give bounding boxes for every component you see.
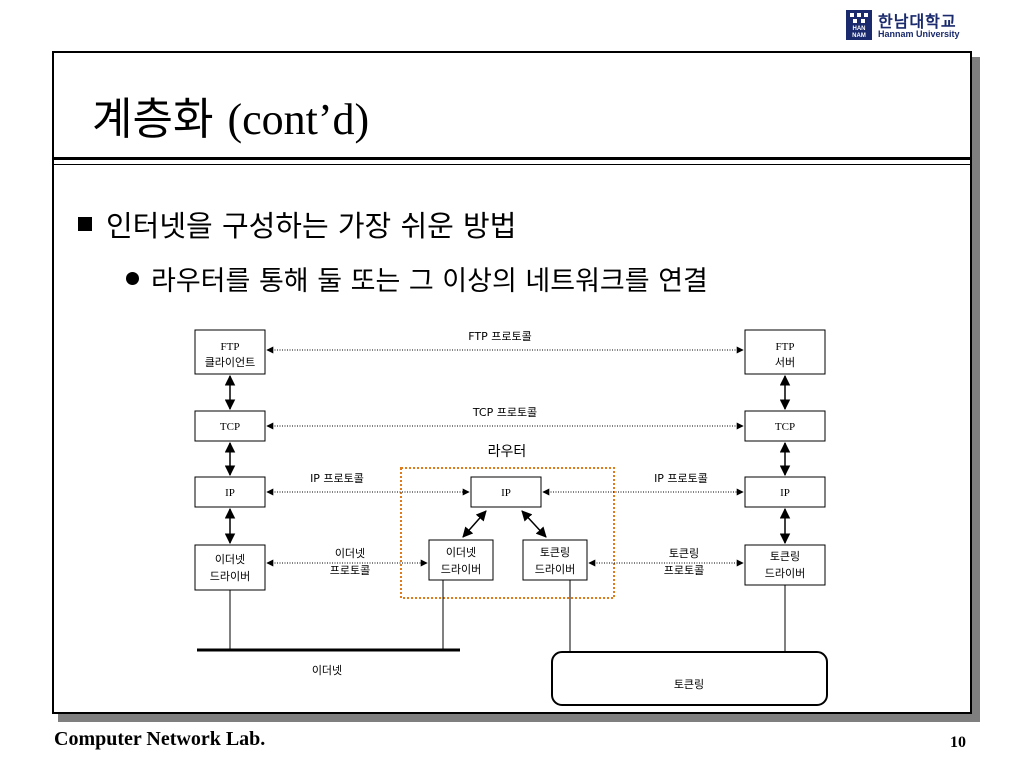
slide-title: 계층화 (cont’d) — [92, 83, 369, 147]
router-eth-driver-label-2: 드라이버 — [441, 563, 481, 576]
slide-title-english: (cont’d) — [227, 95, 370, 144]
right-ftp-box — [744, 329, 826, 375]
router-tr-driver-box — [522, 539, 588, 581]
ip-protocol-right-label: IP 프로토콜 — [654, 472, 708, 485]
tcp-protocol-label: TCP 프로토콜 — [472, 406, 537, 419]
footer-lab-name: Computer Network Lab. — [54, 728, 266, 750]
right-driver-label-2: 드라이버 — [765, 567, 805, 580]
title-rule-thick — [54, 157, 970, 160]
ethernet-network-label: 이더넷 — [312, 664, 342, 677]
router-label: 라우터 — [488, 444, 527, 460]
bullet-level1-text: 인터넷을 구성하는 가장 쉬운 방법 — [106, 209, 517, 243]
router-ip-box — [470, 476, 542, 508]
left-ip-box — [194, 476, 266, 508]
left-tcp-label: TCP — [220, 421, 240, 433]
token-ring-network — [551, 651, 828, 706]
left-driver-box — [194, 544, 266, 591]
svg-text:NAM: NAM — [852, 33, 866, 39]
right-ip-label: IP — [780, 487, 790, 499]
right-tcp-box — [744, 410, 826, 442]
right-driver-box — [744, 544, 826, 586]
left-tcp-box — [194, 410, 266, 442]
bullet-level2: 라우터를 통해 둘 또는 그 이상의 네트워크를 연결 — [126, 259, 708, 298]
eth-protocol-label-1: 이더넷 — [335, 547, 365, 560]
left-ip-label: IP — [225, 487, 235, 499]
left-ftp-box — [194, 329, 266, 375]
slide-frame: 계층화 (cont’d) 인터넷을 구성하는 가장 쉬운 방법 라우터를 통해 … — [52, 51, 972, 714]
university-emblem-icon: HAN NAM — [846, 10, 872, 40]
round-bullet-icon — [126, 272, 139, 285]
logo-korean-name: 한남대학교 — [878, 12, 957, 31]
right-ftp-label-2: 서버 — [775, 356, 795, 369]
svg-text:HAN: HAN — [853, 26, 866, 32]
router-tr-driver-label-1: 토큰링 — [540, 546, 570, 559]
router-tr-driver-label-2: 드라이버 — [535, 563, 575, 576]
logo-english-name: Hannam University — [878, 29, 960, 39]
router-eth-driver-label-1: 이더넷 — [446, 546, 476, 559]
left-ftp-label-2: 클라이언트 — [205, 356, 256, 369]
slide-title-korean: 계층화 — [92, 94, 214, 145]
square-bullet-icon — [78, 217, 92, 231]
university-logo: HAN NAM 한남대학교 Hannam University — [846, 8, 986, 44]
left-ftp-label-1: FTP — [221, 341, 240, 353]
left-driver-label-1: 이더넷 — [215, 553, 245, 566]
bullet-level2-text: 라우터를 통해 둘 또는 그 이상의 네트워크를 연결 — [151, 266, 708, 297]
ip-protocol-left-label: IP 프로토콜 — [310, 472, 364, 485]
router-boundary — [400, 467, 615, 599]
footer-page-number: 10 — [950, 734, 966, 751]
tr-protocol-label-1: 토큰링 — [669, 547, 699, 560]
eth-protocol-label-2: 프로토콜 — [330, 564, 370, 577]
right-driver-label-1: 토큰링 — [770, 550, 800, 563]
left-driver-label-2: 드라이버 — [210, 570, 250, 583]
router-ip-label: IP — [501, 487, 511, 499]
bullet-level1: 인터넷을 구성하는 가장 쉬운 방법 — [78, 203, 516, 245]
token-ring-network-label: 토큰링 — [674, 678, 704, 691]
title-rule-thin — [54, 164, 970, 165]
right-ftp-label-1: FTP — [776, 341, 795, 353]
router-ip-tr-arrow — [521, 510, 547, 538]
right-ip-box — [744, 476, 826, 508]
tr-protocol-label-2: 프로토콜 — [664, 564, 704, 577]
router-eth-driver-box — [428, 539, 494, 581]
right-tcp-label: TCP — [775, 421, 795, 433]
router-ip-eth-arrow — [462, 510, 487, 538]
ftp-protocol-label: FTP 프로토콜 — [468, 330, 531, 343]
